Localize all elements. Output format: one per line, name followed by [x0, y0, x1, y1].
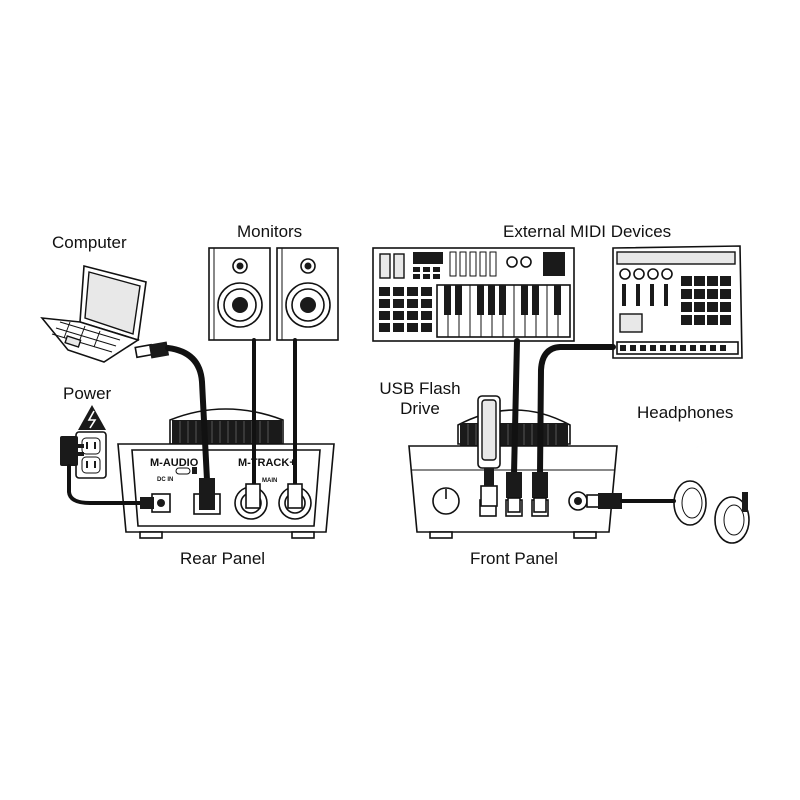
pad-usb-tip	[533, 497, 547, 513]
rear-panel-label: Rear Panel	[180, 549, 266, 568]
dc-plug	[140, 497, 154, 509]
rear-dc-in-text: DC IN	[157, 477, 173, 483]
usb-b-plug	[199, 478, 215, 498]
power-label: Power	[63, 384, 112, 403]
monitor-speaker-left-icon	[208, 247, 271, 341]
keyboard-usb-tip	[507, 497, 521, 513]
usb-plug-icon	[134, 341, 170, 359]
power-outlet-icon	[75, 431, 107, 479]
headphones-label: Headphones	[637, 403, 734, 422]
usb-flash-drive-label: USB Flash Drive	[374, 379, 466, 419]
right-trs-plug	[287, 483, 303, 509]
computer-usb-cable	[165, 345, 210, 483]
pad-controller-icon	[612, 245, 743, 359]
keyboard-usb-plug	[506, 472, 522, 498]
left-trs-plug	[245, 483, 261, 509]
rear-brand-text: M-AUDIO	[150, 457, 199, 469]
usb-flash-line2: Drive	[400, 399, 440, 418]
monitor-speaker-right-icon	[276, 247, 339, 341]
pad-controller-usb-cable	[537, 344, 616, 477]
usb-flash-drive-icon	[477, 395, 501, 507]
warning-triangle-icon	[78, 405, 106, 430]
power-cable	[67, 464, 150, 505]
monitors-label: Monitors	[237, 222, 303, 241]
interface-rear-panel-icon: M-AUDIO M-TRACK+ MAIN DC IN	[117, 408, 335, 539]
rear-main-text: MAIN	[262, 478, 277, 484]
power-adapter-icon	[60, 436, 84, 466]
external-midi-devices-label: External MIDI Devices	[503, 222, 672, 241]
pad-usb-plug	[532, 472, 548, 498]
computer-label: Computer	[52, 233, 127, 252]
laptop-icon	[40, 264, 147, 363]
headphone-plug	[598, 493, 622, 509]
rear-model-text: M-TRACK+	[238, 457, 296, 469]
front-panel-label: Front Panel	[470, 549, 558, 568]
usb-flash-line1: USB Flash	[379, 379, 461, 398]
keyboard-usb-cable	[511, 338, 520, 477]
midi-keyboard-icon	[372, 247, 575, 342]
headphone-plug-tip	[586, 494, 600, 508]
headphones-icon	[673, 438, 750, 544]
